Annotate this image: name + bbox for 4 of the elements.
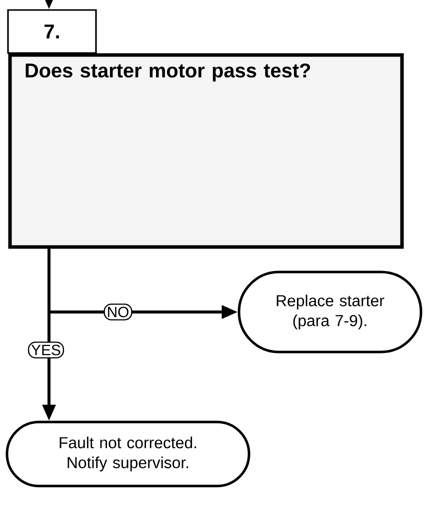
step-number-box: 7. <box>7 9 97 54</box>
edge-label: NO <box>104 304 132 320</box>
edge-label: YES <box>28 342 64 358</box>
question-box: Does starter motor pass test? <box>8 53 404 249</box>
